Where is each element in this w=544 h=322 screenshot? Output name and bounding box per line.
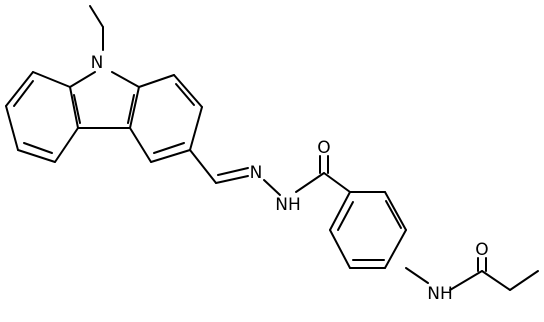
- bond: [329, 229, 351, 269]
- bond: [32, 71, 71, 88]
- bond: [127, 94, 135, 124]
- bond: [385, 200, 402, 229]
- atom-label-n-imine: N: [250, 163, 263, 183]
- bond: [17, 149, 56, 163]
- bond: [481, 270, 511, 291]
- bond: [5, 71, 34, 107]
- atom-label-nh-hydrazide: NH: [275, 195, 301, 215]
- atom-label-nh-anilide: NH: [427, 284, 453, 304]
- bond: [189, 106, 203, 151]
- bond: [138, 74, 175, 88]
- bond: [215, 175, 249, 184]
- bond: [263, 179, 281, 196]
- carbonyl-group: [319, 155, 351, 193]
- atom-label-o-amide: O: [317, 138, 330, 158]
- bond: [337, 201, 354, 231]
- bond: [153, 142, 185, 154]
- bond: [295, 172, 325, 193]
- bond: [54, 127, 79, 163]
- atom-label-o-propanoyl: O: [475, 240, 488, 260]
- bond: [384, 191, 407, 231]
- bond: [89, 5, 104, 28]
- bond: [384, 229, 407, 269]
- carbazole-left-ring: [5, 71, 81, 163]
- bond: [175, 83, 195, 106]
- hydrazone-linker: [189, 149, 325, 196]
- atom-label-n-carbazole: N: [91, 53, 104, 73]
- bond: [129, 86, 140, 129]
- benzene-ring: [329, 191, 407, 269]
- bond: [189, 149, 217, 184]
- bond: [69, 86, 79, 129]
- bond: [217, 167, 249, 176]
- bond: [449, 270, 483, 291]
- bond: [173, 74, 203, 108]
- bond: [129, 127, 152, 163]
- bond: [329, 191, 351, 231]
- bond: [509, 270, 539, 291]
- bond: [13, 80, 34, 107]
- bond: [73, 94, 81, 124]
- bond: [150, 149, 191, 163]
- bond: [69, 71, 96, 88]
- carbazole-right-ring: [127, 74, 203, 163]
- ethyl-group: [89, 5, 104, 51]
- bond: [5, 105, 19, 151]
- carbazole-pyrrole-ring: [69, 71, 140, 129]
- bond: [405, 267, 429, 284]
- bond: [111, 71, 140, 88]
- propanamide-group: [405, 257, 539, 291]
- bond: [323, 172, 351, 193]
- bond: [23, 142, 53, 154]
